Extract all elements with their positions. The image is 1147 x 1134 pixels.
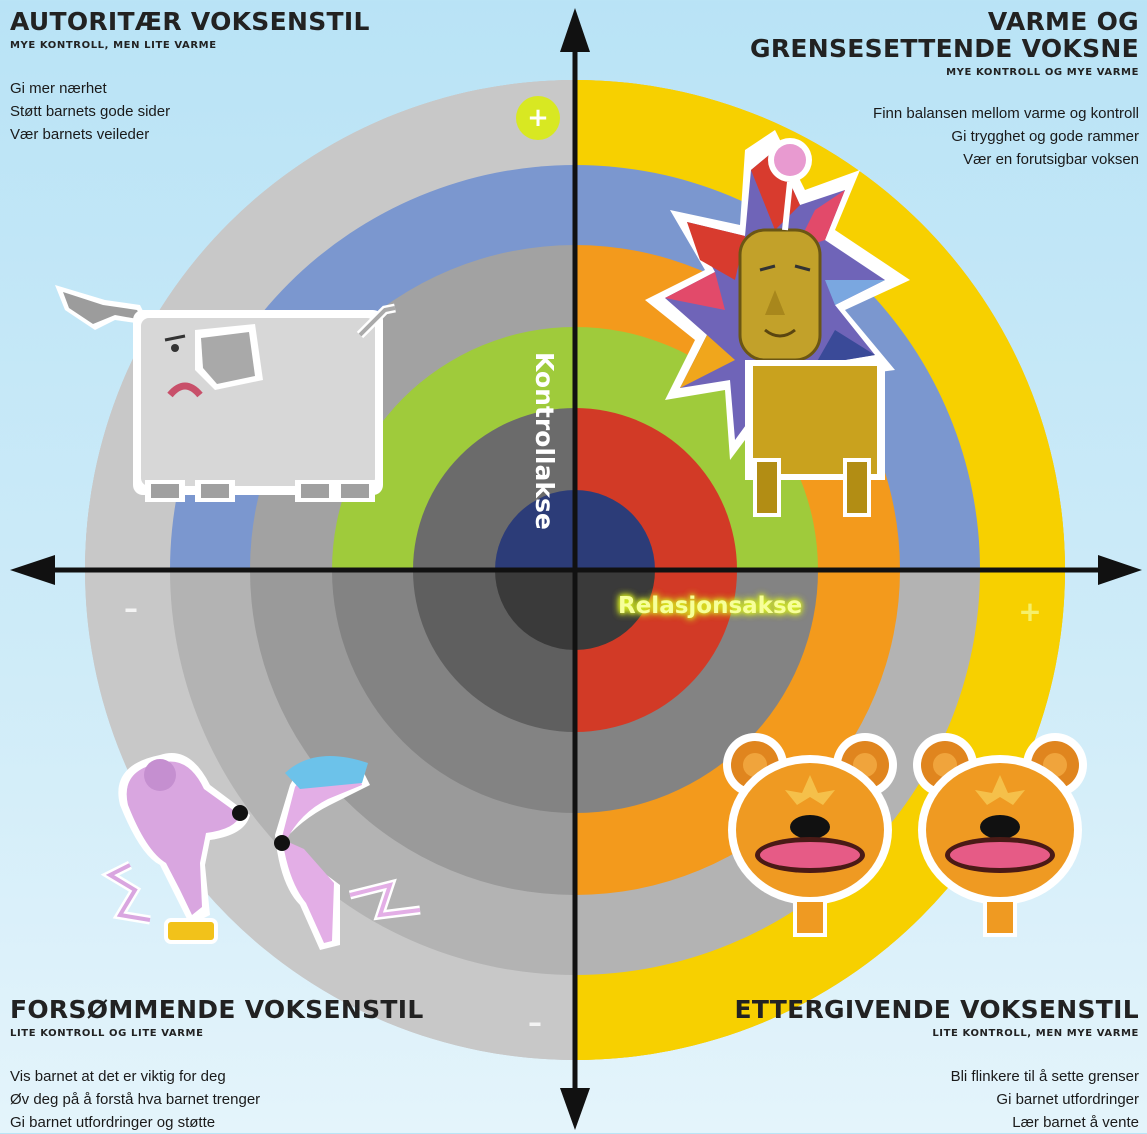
tips-list: Finn balansen mellom varme og kontroll G… [699, 102, 1139, 171]
control-axis-label: Kontrollakse [530, 352, 559, 530]
lion-icon [645, 130, 910, 517]
tip-item: Støtt barnets gode sider [10, 103, 171, 120]
quadrant-authoritarian: AUTORITÆR VOKSENSTIL MYE KONTROLL, MEN L… [10, 8, 430, 146]
tip-item: Bli flinkere til å sette grenser [950, 1068, 1139, 1085]
quadrant-title: ETTERGIVENDE VOKSENSTIL [734, 995, 1139, 1024]
arrow-down-icon [560, 1088, 590, 1130]
plus-sign-right: + [1018, 595, 1042, 628]
quadrant-permissive: ETTERGIVENDE VOKSENSTIL LITE KONTROLL, M… [719, 996, 1139, 1134]
quadrant-title-line2: GRENSESETTENDE VOKSNE [750, 34, 1139, 63]
ring-tl-navy [495, 490, 575, 570]
tips-list: Vis barnet at det er viktig for deg Øv d… [10, 1065, 450, 1134]
ring-tr-navy [575, 490, 655, 570]
tip-item: Øv deg på å forstå hva barnet trenger [10, 1091, 261, 1108]
quadrant-neglectful: FORSØMMENDE VOKSENSTIL LITE KONTROLL OG … [10, 996, 450, 1134]
tip-item: Vær barnets veileder [10, 126, 150, 143]
axes [10, 8, 1142, 1130]
quadrant-title: FORSØMMENDE VOKSENSTIL [10, 995, 424, 1024]
bears-icon [723, 733, 1087, 937]
arrow-left-icon [10, 555, 55, 585]
tip-item: Gi barnet utfordringer og støtte [10, 1114, 216, 1131]
bear-left [723, 733, 897, 937]
tip-item: Gi barnet utfordringer [996, 1091, 1139, 1108]
tips-list: Gi mer nærhet Støtt barnets gode sider V… [10, 77, 430, 146]
quadrant-subtitle: MYE KONTROLL OG MYE VARME [946, 67, 1139, 78]
ring-bl-6 [495, 570, 575, 650]
quadrant-subtitle: MYE KONTROLL, MEN LITE VARME [10, 40, 217, 51]
tip-item: Vær en forutsigbar voksen [963, 151, 1139, 168]
tips-list: Bli flinkere til å sette grenser Gi barn… [719, 1065, 1139, 1134]
relation-axis-label: Relasjonsakse [618, 593, 803, 619]
quadrant-warm-limit-setting: VARME OG GRENSESETTENDE VOKSNE MYE KONTR… [699, 8, 1139, 171]
quadrant-subtitle: LITE KONTROLL, MEN MYE VARME [932, 1028, 1139, 1039]
quadrant-title: AUTORITÆR VOKSENSTIL [10, 7, 370, 36]
minus-sign-bottom: – [528, 1006, 542, 1039]
tip-item: Vis barnet at det er viktig for deg [10, 1068, 226, 1085]
arrow-up-icon [560, 8, 590, 52]
quadrant-subtitle: LITE KONTROLL OG LITE VARME [10, 1028, 204, 1039]
minus-sign-left: – [124, 592, 138, 625]
elephant-icon [55, 285, 396, 502]
ring-br-center [575, 570, 655, 650]
quadrant-title-line1: VARME OG [987, 7, 1139, 36]
tip-item: Finn balansen mellom varme og kontroll [873, 105, 1139, 122]
tip-item: Gi mer nærhet [10, 80, 107, 97]
bear-right [913, 733, 1087, 937]
mice-icon [100, 753, 421, 950]
tip-item: Gi trygghet og gode rammer [951, 128, 1139, 145]
bottom-left-rings [85, 570, 575, 1060]
arrow-right-icon [1098, 555, 1142, 585]
tip-item: Lær barnet å vente [1012, 1114, 1139, 1131]
plus-sign-top: + [516, 96, 560, 140]
